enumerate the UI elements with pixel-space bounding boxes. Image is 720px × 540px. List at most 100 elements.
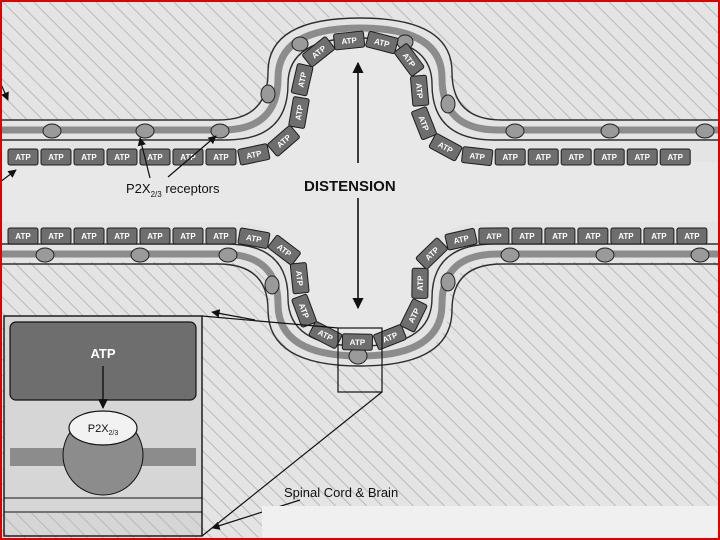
spinal-cord-label: Spinal Cord & Brain [284, 485, 398, 500]
atp-block: ATP [365, 30, 399, 55]
atp-block-label: ATP [147, 232, 163, 241]
inset-panel: ATP P2X2/3 [3, 315, 203, 537]
hatch-region-top [0, 0, 720, 120]
atp-block-label: ATP [245, 233, 262, 245]
atp-block: ATP [172, 227, 204, 245]
atp-block: ATP [288, 96, 310, 129]
atp-block: ATP [106, 227, 138, 245]
atp-block: ATP [7, 148, 39, 166]
atp-block: ATP [527, 148, 559, 166]
atp-block: ATP [659, 148, 691, 166]
atp-block: ATP [577, 227, 609, 245]
atp-block: ATP [511, 227, 543, 245]
page-edge [262, 506, 720, 540]
atp-block-label: ATP [453, 233, 471, 245]
atp-block-label: ATP [15, 232, 31, 241]
receptor-node [690, 247, 710, 263]
atp-block: ATP [400, 298, 428, 333]
atp-block: ATP [267, 234, 301, 266]
atp-block: ATP [333, 30, 366, 51]
atp-block-label: ATP [416, 275, 425, 291]
atp-block-label: ATP [535, 153, 551, 162]
atp-block: ATP [478, 227, 510, 245]
distension-label: DISTENSION [304, 178, 396, 195]
atp-block-label: ATP [114, 232, 130, 241]
atp-block-label: ATP [341, 36, 358, 47]
atp-block: ATP [494, 148, 526, 166]
atp-block-label: ATP [350, 338, 366, 347]
atp-block-label: ATP [245, 149, 263, 161]
atp-block-label: ATP [114, 153, 130, 162]
receptor-node [264, 275, 280, 295]
receptor-node [42, 123, 62, 139]
atp-block: ATP [626, 148, 658, 166]
inset-connector [201, 391, 383, 537]
receptor-node [695, 123, 715, 139]
atp-block: ATP [676, 227, 708, 245]
inset-connector [201, 315, 339, 329]
inset-receptor-label: P2X2/3 [88, 423, 119, 437]
atp-block-label: ATP [180, 232, 196, 241]
receptors-label: P2X2/3 receptors [126, 181, 220, 199]
atp-block-label: ATP [634, 153, 650, 162]
atp-block: ATP [415, 237, 448, 270]
atp-block-label: ATP [414, 83, 424, 100]
inset-receptor-cap [68, 410, 138, 446]
atp-block: ATP [290, 63, 314, 97]
atp-block: ATP [444, 227, 478, 251]
atp-block: ATP [560, 148, 592, 166]
atp-block: ATP [73, 148, 105, 166]
atp-block-label: ATP [213, 153, 229, 162]
receptor-node [440, 272, 456, 292]
atp-block: ATP [341, 333, 374, 351]
atp-block: ATP [40, 148, 72, 166]
atp-block-label: ATP [213, 232, 229, 241]
spinal-pointer [211, 499, 301, 530]
atp-block: ATP [139, 148, 171, 166]
receptor-node [595, 247, 615, 263]
atp-block: ATP [409, 74, 430, 107]
atp-block-label: ATP [667, 153, 683, 162]
atp-block: ATP [610, 227, 642, 245]
receptor-node [600, 123, 620, 139]
atp-block: ATP [291, 293, 317, 328]
receptor-node [291, 36, 309, 52]
atp-block-label: ATP [81, 232, 97, 241]
atp-block-label: ATP [373, 37, 391, 50]
atp-block-label: ATP [81, 153, 97, 162]
atp-block: ATP [643, 227, 675, 245]
atp-block: ATP [139, 227, 171, 245]
atp-block: ATP [205, 227, 237, 245]
atp-block: ATP [40, 227, 72, 245]
atp-block: ATP [428, 133, 463, 162]
spinal-pointer [211, 309, 256, 321]
atp-block-label: ATP [684, 232, 700, 241]
receptor-node [440, 94, 456, 114]
atp-block: ATP [593, 148, 625, 166]
atp-block-label: ATP [48, 153, 64, 162]
atp-block: ATP [267, 125, 300, 157]
receptor-pointer [167, 135, 217, 178]
receptor-node [210, 123, 230, 139]
atp-block-label: ATP [294, 270, 305, 287]
atp-block-label: ATP [48, 232, 64, 241]
atp-block-label: ATP [552, 232, 568, 241]
atp-block: ATP [411, 106, 437, 140]
atp-block: ATP [308, 321, 343, 349]
atp-block-label: ATP [180, 153, 196, 162]
atp-block-label: ATP [147, 153, 163, 162]
atp-block: ATP [106, 148, 138, 166]
zoom-selection-box [337, 327, 383, 393]
atp-block-label: ATP [585, 232, 601, 241]
atp-block: ATP [544, 227, 576, 245]
atp-block-label: ATP [502, 153, 518, 162]
atp-block-label: ATP [618, 232, 634, 241]
edge-pointer [0, 169, 17, 183]
receptor-node [135, 123, 155, 139]
atp-block: ATP [73, 227, 105, 245]
atp-block-label: ATP [519, 232, 535, 241]
atp-block-label: ATP [486, 232, 502, 241]
